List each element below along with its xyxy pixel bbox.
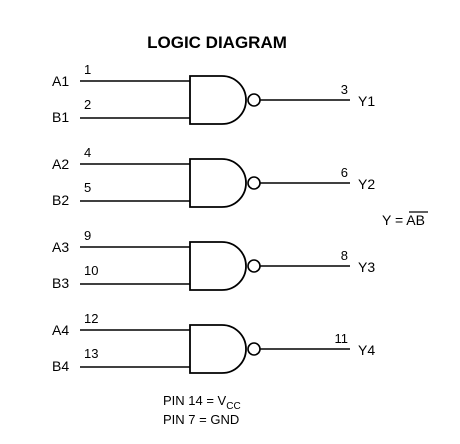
- output-label: Y3: [358, 259, 375, 275]
- pin-number-a: 1: [84, 62, 91, 77]
- pin-number-out: 6: [341, 165, 348, 180]
- svg-text:PIN 14 = VCC: PIN 14 = VCC: [163, 393, 241, 412]
- pin-number-b: 10: [84, 263, 98, 278]
- output-label: Y2: [358, 176, 375, 192]
- inversion-bubble: [247, 259, 261, 273]
- equation: Y = AB: [382, 211, 428, 228]
- vcc-note: PIN 14 = V: [163, 393, 227, 408]
- input-label-b: B3: [52, 275, 69, 291]
- pin-number-out: 8: [341, 248, 348, 263]
- input-label-a: A2: [52, 156, 69, 172]
- nand-body: [189, 241, 247, 291]
- pin-number-b: 13: [84, 346, 98, 361]
- input-label-a: A3: [52, 239, 69, 255]
- equation-lhs: Y =: [382, 212, 406, 228]
- pin-number-b: 5: [84, 180, 91, 195]
- nand-body: [189, 75, 247, 125]
- pin-number-out: 3: [341, 82, 348, 97]
- input-label-b: B2: [52, 192, 69, 208]
- pin-number-b: 2: [84, 97, 91, 112]
- gnd-note: PIN 7 = GND: [163, 412, 239, 427]
- nand-body: [189, 324, 247, 374]
- input-label-b: B1: [52, 109, 69, 125]
- equation-rhs: AB: [406, 212, 425, 228]
- power-note: PIN 14 = VCC PIN 7 = GND: [163, 393, 241, 427]
- vcc-subscript: CC: [226, 401, 240, 412]
- svg-text:Y = AB: Y = AB: [382, 212, 425, 228]
- inversion-bubble: [247, 93, 261, 107]
- pin-number-out: 11: [335, 331, 349, 346]
- input-label-a: A4: [52, 322, 69, 338]
- output-label: Y4: [358, 342, 375, 358]
- input-label-b: B4: [52, 358, 69, 374]
- nand-body: [189, 158, 247, 208]
- output-label: Y1: [358, 93, 375, 109]
- inversion-bubble: [247, 176, 261, 190]
- input-label-a: A1: [52, 73, 69, 89]
- pin-number-a: 4: [84, 145, 91, 160]
- pin-number-a: 9: [84, 228, 91, 243]
- diagram-title: LOGIC DIAGRAM: [147, 33, 287, 52]
- pin-number-a: 12: [84, 311, 98, 326]
- inversion-bubble: [247, 342, 261, 356]
